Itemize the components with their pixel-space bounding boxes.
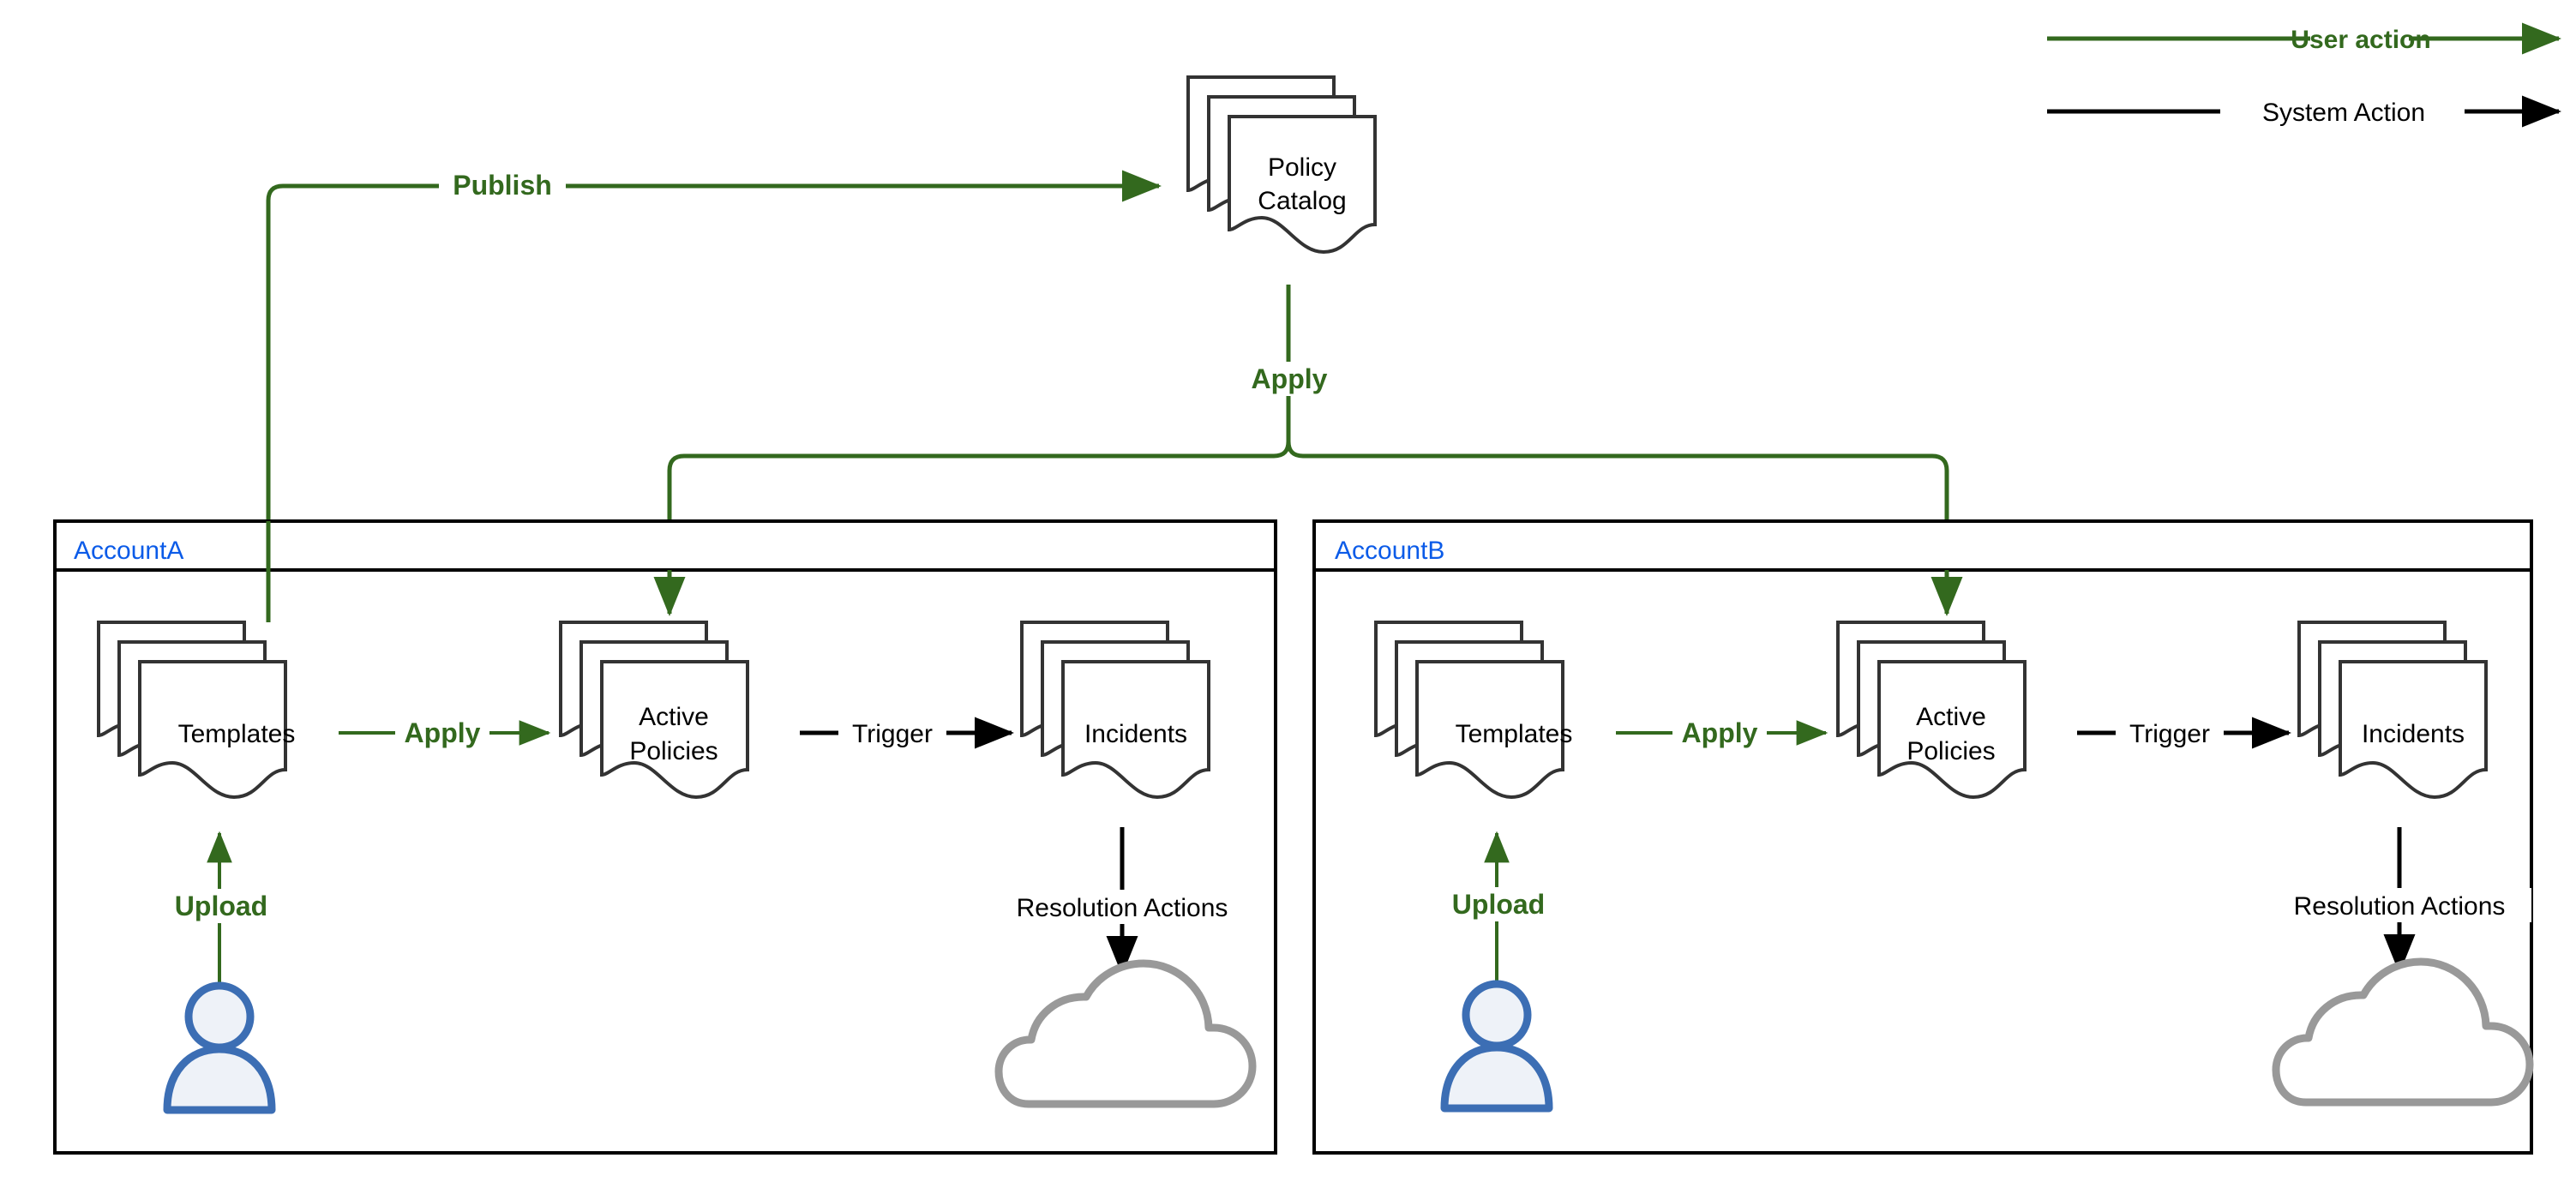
- account-a-incidents-label: Incidents: [1084, 720, 1187, 748]
- account-a-active-policies-label-line1: Active: [639, 703, 709, 731]
- apply-branch-left: [667, 441, 1291, 585]
- account-b-apply-edge: Apply: [1616, 716, 1828, 750]
- account-a-resolution-label: Resolution Actions: [1017, 894, 1228, 922]
- account-b-active-policies-node[interactable]: Active Policies: [1836, 621, 2027, 799]
- account-b-actor[interactable]: [1440, 980, 1553, 1113]
- legend-item-user-action: User action: [2047, 22, 2561, 55]
- account-a-actor-head: [184, 981, 255, 1052]
- account-a-resolution-edge: Resolution Actions: [990, 827, 1254, 975]
- account-b-apply-label-bg: [1672, 716, 1767, 750]
- account-b-title: AccountB: [1335, 537, 1444, 565]
- flow-publish: Publish: [266, 168, 1162, 622]
- account-b-incidents-label: Incidents: [2362, 720, 2465, 748]
- publish-label-bg: [439, 168, 566, 202]
- account-b-nodes: Templates Apply Active Policies Trigger: [1374, 621, 2534, 1113]
- account-b-cloud-node[interactable]: [2272, 957, 2534, 1107]
- legend-system-action-label-bg: [2225, 95, 2462, 128]
- account-b-resolution-label-bg: [2267, 888, 2531, 922]
- account-a-title: AccountA: [74, 537, 183, 565]
- account-b-active-policies-label-line2: Policies: [1906, 737, 1995, 765]
- account-b-trigger-label: Trigger: [2129, 720, 2210, 748]
- apply-central-label-bg: [1241, 362, 1337, 396]
- policy-catalog-label-line1: Policy: [1268, 153, 1336, 182]
- account-b-actor-body: [1440, 1043, 1553, 1113]
- flow-apply-central: Apply: [667, 285, 1949, 585]
- account-b-active-policies-label-line1: Active: [1916, 703, 1986, 731]
- account-a-incidents-node[interactable]: Incidents: [1020, 621, 1210, 799]
- publish-label: Publish: [453, 170, 552, 201]
- apply-central-label: Apply: [1252, 363, 1328, 394]
- account-b-actor-head: [1462, 980, 1532, 1050]
- account-b-upload-label-bg: [1437, 887, 1560, 921]
- account-b-incidents-node[interactable]: Incidents: [2297, 621, 2488, 799]
- policy-catalog-label-line2: Catalog: [1258, 187, 1346, 215]
- account-b-templates-label: Templates: [1456, 720, 1573, 748]
- account-a-active-policies-label-line2: Policies: [629, 737, 718, 765]
- account-b-upload-label: Upload: [1452, 889, 1545, 920]
- account-a-trigger-edge: Trigger: [800, 716, 1014, 750]
- legend-user-action-label: User action: [2291, 26, 2430, 54]
- account-b-upload-edge: Upload: [1437, 831, 1560, 982]
- account-b-trigger-label-bg: [2116, 716, 2224, 750]
- account-a-nodes: Templates Apply Active Policies Trigger: [97, 621, 1257, 1114]
- account-b-cloud: [2272, 957, 2534, 1107]
- policy-catalog-node[interactable]: Policy Catalog: [1186, 75, 1377, 254]
- legend-user-action-label-bg: [2315, 22, 2407, 55]
- account-a-trigger-label: Trigger: [852, 720, 933, 748]
- account-a-actor[interactable]: [163, 981, 276, 1114]
- account-a-cloud-node[interactable]: [994, 959, 1257, 1108]
- account-a-templates-node[interactable]: Templates: [97, 621, 296, 799]
- account-b-templates-node[interactable]: Templates: [1374, 621, 1573, 799]
- account-a-apply-edge: Apply: [339, 716, 551, 750]
- legend-item-system-action: System Action: [2047, 95, 2561, 128]
- legend: User action System Action: [2047, 22, 2561, 128]
- legend-system-action-label: System Action: [2262, 99, 2425, 127]
- account-a-actor-body: [163, 1045, 276, 1114]
- account-a-upload-label-bg: [159, 889, 283, 923]
- publish-arrow-path: [266, 170, 1162, 622]
- account-a-apply-label-bg: [395, 716, 489, 750]
- account-b-resolution-edge: Resolution Actions: [2267, 827, 2531, 974]
- apply-branch-right: [1286, 441, 1949, 585]
- account-a-active-policies-node[interactable]: Active Policies: [559, 621, 749, 799]
- account-b-apply-label: Apply: [1682, 717, 1758, 748]
- account-a-resolution-label-bg: [990, 890, 1254, 924]
- account-a-upload-label: Upload: [175, 891, 267, 921]
- account-a-templates-label: Templates: [178, 720, 296, 748]
- account-a-apply-label: Apply: [405, 717, 481, 748]
- account-a-upload-edge: Upload: [159, 831, 283, 982]
- account-a-cloud: [994, 959, 1257, 1108]
- account-a-trigger-label-bg: [838, 716, 946, 750]
- account-b-trigger-edge: Trigger: [2077, 716, 2291, 750]
- account-b-resolution-label: Resolution Actions: [2294, 892, 2506, 921]
